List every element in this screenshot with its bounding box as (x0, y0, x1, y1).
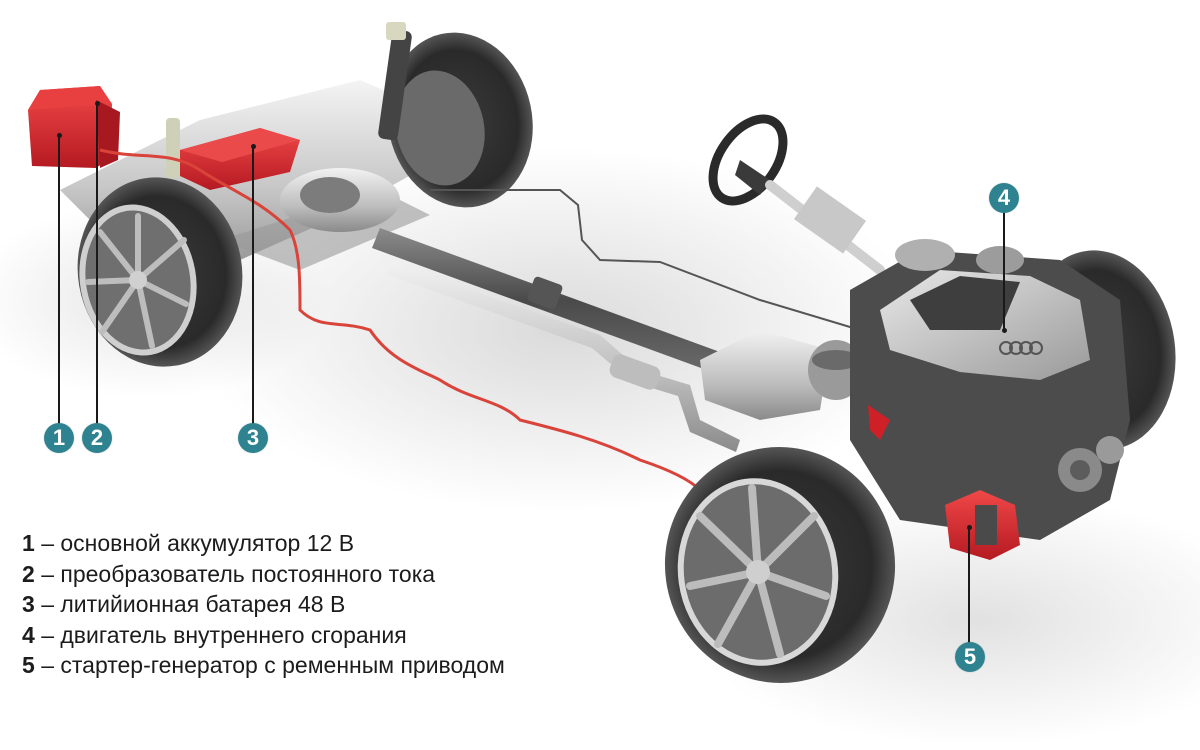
leader-line-1 (58, 135, 60, 425)
legend-number: 4 (22, 621, 35, 648)
leader-line-2 (96, 103, 98, 425)
leader-line-4 (1003, 212, 1005, 330)
rear-right-wheel (378, 22, 533, 208)
callout-2-number: 2 (90, 425, 104, 450)
rear-differential (280, 168, 400, 232)
callout-3-number: 3 (246, 425, 260, 450)
leader-dot-5 (967, 525, 972, 530)
fuel-line (430, 189, 861, 331)
legend-label: стартер-генератор с ременным приводом (60, 652, 505, 678)
exhaust-pipe (386, 262, 740, 452)
legend: 1 – основной аккумулятор 12 В 2 – преобр… (22, 528, 505, 681)
legend-label: преобразователь постоянного тока (60, 560, 436, 587)
rear-left-wheel (77, 177, 243, 367)
legend-item-2: 2 – преобразователь постоянного тока (22, 559, 505, 590)
red-wishbone (868, 405, 890, 440)
legend-separator: – (41, 560, 54, 587)
legend-label: основной аккумулятор 12 В (60, 530, 355, 556)
legend-separator: – (41, 621, 54, 648)
legend-item-3: 3 – литийионная батарея 48 В (22, 589, 505, 620)
legend-item-4: 4 – двигатель внутреннего сгорания (22, 620, 505, 651)
engine (850, 239, 1130, 540)
legend-number: 2 (22, 560, 35, 587)
legend-separator: – (41, 591, 54, 617)
red-48v-cable (99, 148, 702, 492)
legend-number: 5 (22, 652, 35, 678)
legend-label: литийионная батарея 48 В (60, 591, 346, 617)
legend-label: двигатель внутреннего сгорания (60, 621, 407, 648)
propeller-shaft (372, 228, 720, 372)
legend-item-5: 5 – стартер-генератор с ременным приводо… (22, 650, 505, 681)
callout-1: 1 (44, 423, 74, 453)
battery-48v (180, 128, 300, 190)
rear-shock (166, 118, 180, 178)
legend-separator: – (41, 530, 54, 556)
callout-1-number: 1 (52, 425, 66, 450)
audi-rings (999, 341, 1043, 355)
battery-12v (28, 86, 120, 168)
legend-item-1: 1 – основной аккумулятор 12 В (22, 528, 505, 559)
leader-line-5 (968, 527, 970, 644)
transmission (700, 330, 864, 420)
callout-2: 2 (82, 423, 112, 453)
callout-5: 5 (955, 642, 985, 672)
callout-5-number: 5 (963, 644, 977, 669)
callout-3: 3 (238, 423, 268, 453)
starter-generator (945, 490, 1020, 560)
steering-wheel (708, 114, 885, 275)
callout-4-number: 4 (997, 185, 1011, 210)
leader-dot-4 (1002, 328, 1007, 333)
legend-separator: – (41, 652, 54, 678)
front-left-wheel (664, 447, 896, 683)
leader-dot-3 (251, 144, 256, 149)
callout-4: 4 (989, 183, 1019, 213)
leader-dot-2 (95, 101, 100, 106)
legend-number: 3 (22, 591, 35, 617)
leader-line-3 (252, 146, 254, 425)
leader-dot-1 (57, 133, 62, 138)
legend-number: 1 (22, 530, 35, 556)
